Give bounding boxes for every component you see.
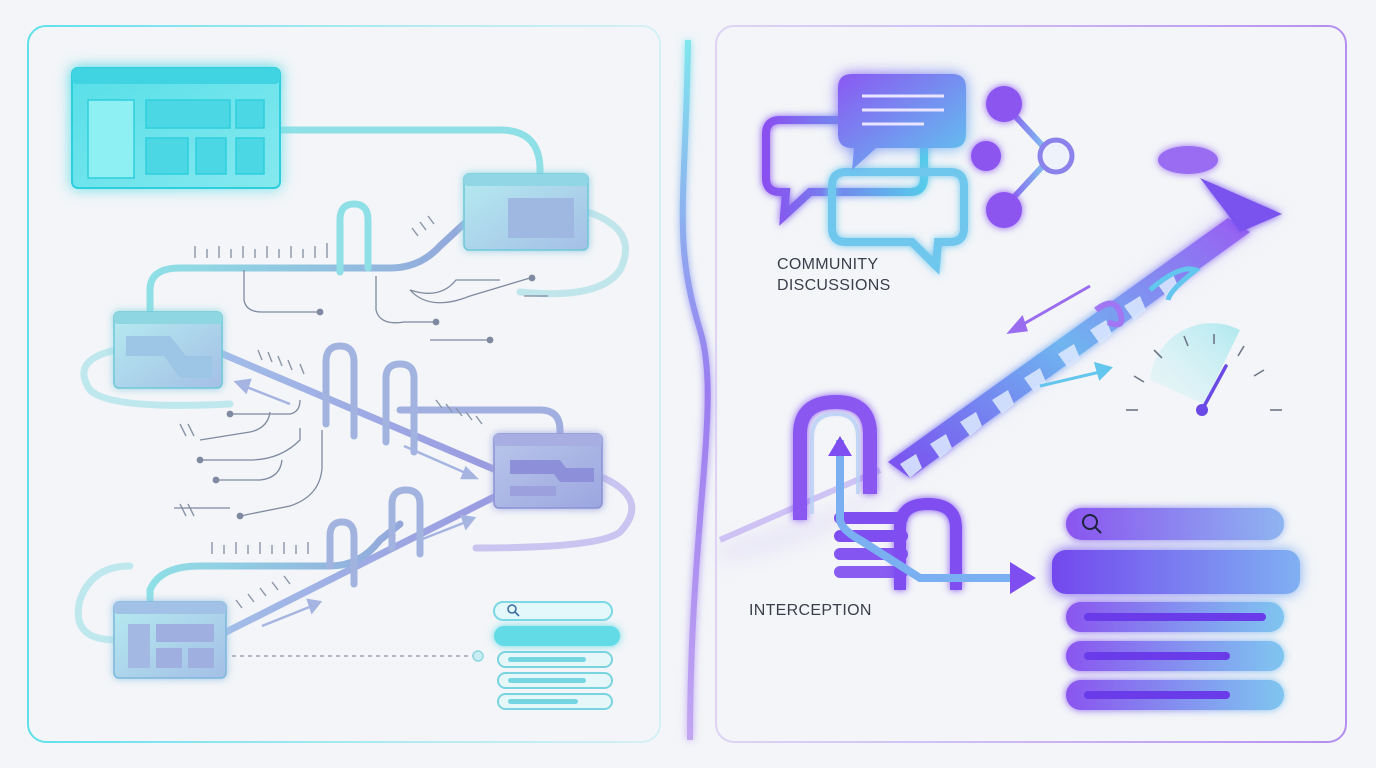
interception-label: INTERCEPTION: [749, 600, 872, 621]
panel-divider: [679, 39, 711, 741]
signal-dots: [196, 274, 536, 520]
pipe: [146, 218, 470, 316]
mini-search-bar: [493, 601, 613, 621]
connector-dot: [472, 650, 484, 662]
pipe-hoop: [336, 200, 372, 276]
page-layout-icon: [71, 67, 281, 189]
mini-list-row: [494, 626, 620, 646]
label-line: DISCUSSIONS: [777, 277, 891, 294]
flow-beam: [718, 178, 1282, 560]
window-icon: [113, 311, 223, 389]
label-line: INTERCEPTION: [749, 602, 872, 619]
pipe: [146, 520, 404, 604]
pipe: [274, 126, 544, 182]
search-results-list: [1052, 508, 1300, 710]
pipe-hoop: [382, 360, 418, 456]
search-bar: [1066, 508, 1284, 540]
pipe-hoop: [326, 518, 358, 588]
window-icon: [493, 433, 603, 509]
interception-icon: [793, 394, 1036, 594]
window-icon: [113, 601, 227, 679]
community-discussions-label: COMMUNITY DISCUSSIONS: [777, 254, 891, 296]
pipe: [396, 406, 564, 444]
pipe: [516, 208, 630, 298]
left-panel-frame: [27, 25, 661, 743]
pipe: [222, 492, 500, 636]
chat-bubble-icon: [838, 74, 966, 170]
network-node-icon: [971, 86, 1218, 228]
window-icon: [463, 173, 589, 251]
ruler-ticks: [179, 215, 483, 609]
list-row-highlighted: [1052, 550, 1300, 594]
mini-search-list: [493, 601, 620, 710]
speedometer-icon: [1126, 323, 1282, 416]
signal-branches: [174, 270, 548, 517]
pipe: [74, 562, 134, 644]
pipe: [472, 474, 636, 552]
pipe-hoop: [322, 342, 358, 440]
label-line: COMMUNITY: [777, 256, 879, 273]
left-network: [71, 67, 636, 710]
right-network: [718, 74, 1300, 710]
chat-bubble-icon: [828, 168, 968, 275]
pipe-hoop: [388, 486, 424, 558]
pipe: [80, 346, 234, 409]
search-icon: [1082, 514, 1102, 534]
flow-arrows: [233, 378, 479, 628]
search-icon: [507, 604, 520, 617]
right-panel-frame: [715, 25, 1347, 743]
